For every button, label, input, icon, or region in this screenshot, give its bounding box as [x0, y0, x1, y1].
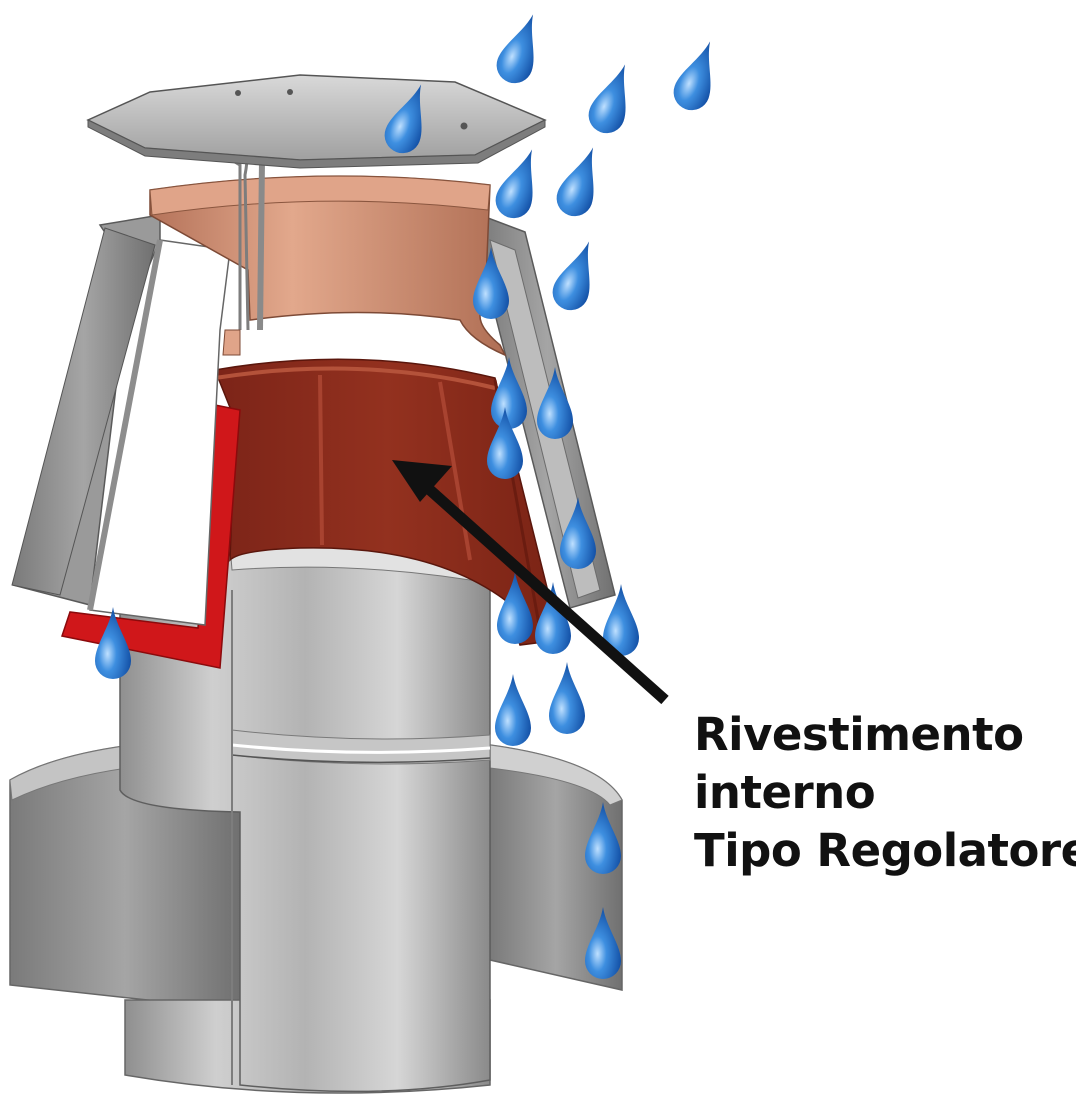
water-drop-icon — [585, 802, 621, 874]
water-drop-icon — [588, 64, 626, 134]
water-drop-icon — [95, 607, 131, 679]
inner-lining-regulator — [213, 358, 561, 646]
callout-line-2: interno — [694, 766, 876, 819]
callout-line-3: Tipo Regolatore — [694, 824, 1076, 877]
water-drop-icon — [585, 907, 621, 979]
water-drop-icon — [535, 582, 571, 654]
water-drop-icon — [537, 367, 573, 439]
water-drop-icon — [491, 357, 527, 429]
water-drop-icon — [495, 674, 531, 746]
water-drop-icon — [487, 407, 523, 479]
water-drop-icon — [556, 147, 594, 217]
water-drop-icon — [560, 497, 596, 569]
water-drop-icon — [473, 247, 509, 319]
callout-line-1: Rivestimento — [694, 708, 1024, 761]
water-drop-icon — [497, 572, 533, 644]
octagonal-cap — [86, 74, 547, 169]
inner-lining-cut-section — [61, 404, 241, 669]
water-drop-icon — [495, 149, 533, 219]
callout-arrow — [392, 460, 669, 705]
water-drop-icon — [673, 41, 711, 111]
left-deflector-panel — [11, 214, 231, 626]
water-drop-icon — [552, 241, 590, 311]
water-drops — [95, 14, 711, 979]
water-drop-icon — [603, 584, 639, 656]
water-drop-icon — [549, 662, 585, 734]
water-drop-icon — [384, 84, 422, 154]
callout-label: Rivestimento interno Tipo Regolatore — [694, 706, 1076, 880]
water-drop-icon — [496, 14, 534, 84]
